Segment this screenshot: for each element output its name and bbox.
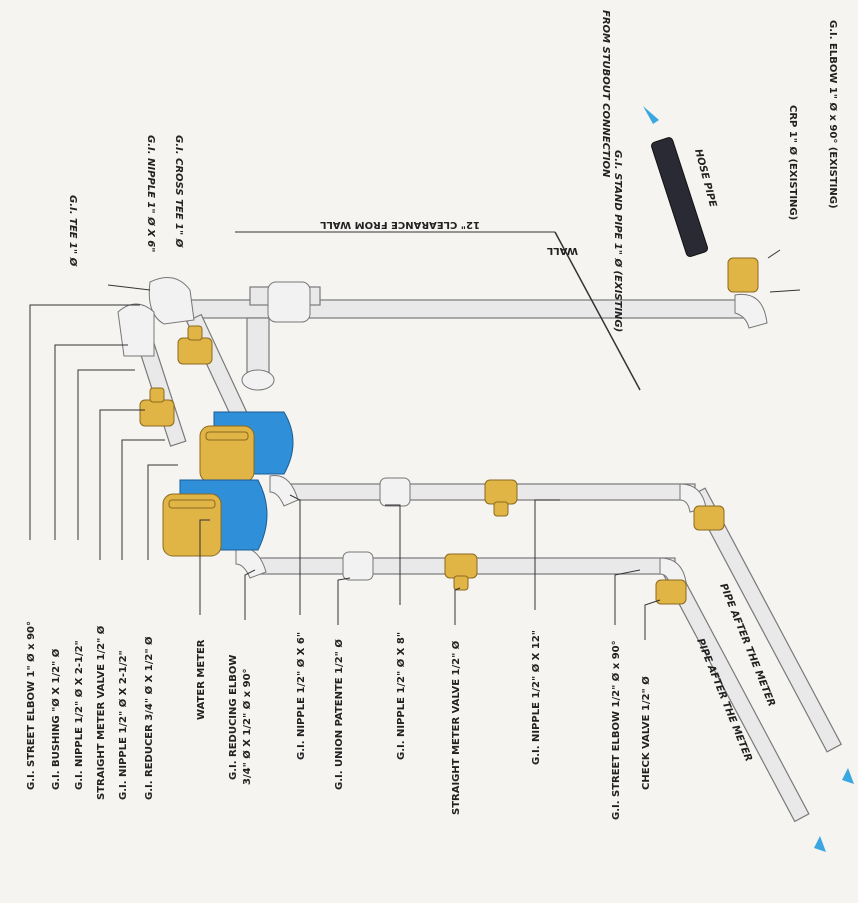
label-nipple-12: G.I. NIPPLE 1/2" Ø X 12" [530,630,542,765]
label-nipple-2half-b: G.I. NIPPLE 1/2" Ø X 2-1/2" [117,650,129,800]
label-nipple-2half-a: G.I. NIPPLE 1/2" Ø X 2-1/2" [73,640,85,790]
label-water-meter: WATER METER [196,639,207,720]
flow-arrow-out-lower-icon [814,836,826,852]
flow-arrow-in-icon [643,106,659,124]
elbow-upper-end [679,483,707,513]
union-upper [379,477,411,507]
label-from-stubout: FROM STUBOUT CONNECTION [600,10,611,178]
label-cross-tee: G.I. CROSS TEE 1" Ø [173,135,185,248]
union-lower [342,551,374,581]
label-crp: CRP 1" Ø (EXISTING) [787,105,799,220]
label-check-valve: CHECK VALVE 1/2" Ø [640,676,652,790]
reducing-elbow-upper [269,475,299,507]
label-union: G.I. UNION PATENTE 1/2" Ø [333,639,345,790]
water-meter-lower [162,479,268,557]
label-nipple-1x6: G.I. NIPPLE 1" Ø X 6" [145,135,157,252]
label-nipple-8: G.I. NIPPLE 1/2" Ø X 8" [395,632,407,760]
leader-lines [29,249,801,640]
straight-meter-valve-lower-outlet [444,553,478,591]
wall-line [554,231,641,391]
label-stand-pipe: G.I. STAND PIPE 1" Ø (EXISTING) [612,150,624,332]
hose-coupling [727,257,759,293]
label-reducing-elbow-1: G.I. REDUCING ELBOW [228,655,239,780]
cross-tee-outlet [241,369,275,391]
label-street-elbow-1: G.I. STREET ELBOW 1" Ø x 90° [25,621,37,790]
label-reducer: G.I. REDUCER 3/4" Ø X 1/2" Ø [143,636,155,800]
flow-arrow-out-upper-icon [842,768,854,784]
straight-meter-valve-a [177,325,213,365]
straight-meter-valve-b [139,387,175,427]
label-nipple-6: G.I. NIPPLE 1/2" Ø X 6" [295,632,307,760]
check-valve-upper [693,505,725,531]
reducing-elbow-lower [235,547,267,579]
existing-elbow [734,293,768,329]
label-straight-valve-a: STRAIGHT METER VALVE 1/2" Ø [95,625,107,800]
label-tee: G.I. TEE 1" Ø [67,195,79,267]
cross-tee-stub [246,317,270,379]
label-reducing-elbow-2: 3/4" Ø X 1/2" Ø x 90° [241,668,253,785]
label-clearance: 12" CLEARANCE FROM WALL [319,219,480,230]
label-wall: WALL [546,245,578,256]
cross-tee-fitting [267,281,311,323]
label-straight-valve-b: STRAIGHT METER VALVE 1/2" Ø [450,640,462,815]
street-elbow-fitting [117,303,155,357]
label-hose-pipe: HOSE PIPE [692,148,718,209]
tee-fitting [148,277,195,325]
water-meter-upper [199,411,294,483]
straight-meter-valve-upper-outlet [484,479,518,517]
label-bushing: G.I. BUSHING "Ø X 1/2" Ø [50,648,62,790]
label-street-elbow-half: G.I. STREET ELBOW 1/2" Ø x 90° [610,640,622,820]
label-elbow-existing: G.I. ELBOW 1" Ø x 90° (EXISTING) [827,20,839,209]
hose-pipe-body [651,137,709,257]
check-valve-lower [655,579,687,605]
